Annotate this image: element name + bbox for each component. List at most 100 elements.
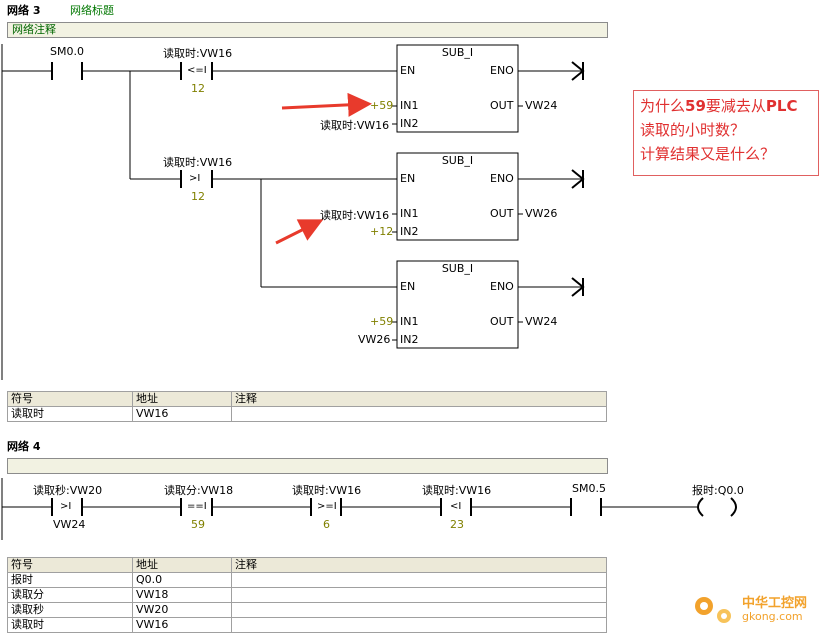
box1-out-value: VW24 — [525, 99, 558, 112]
n4-cmp2-value: 59 — [191, 518, 205, 531]
sub-i-box-2[interactable] — [392, 152, 585, 241]
cmp2-symbol: 读取时:VW16 — [163, 156, 233, 169]
question-line2: 读取的小时数？ — [640, 121, 746, 139]
cell-symbol[interactable]: 读取时 — [7, 617, 133, 633]
network3-comment: 网络注释 — [12, 23, 56, 36]
cell-comment[interactable] — [231, 617, 607, 633]
question-line1-d: PLC — [765, 97, 798, 115]
cell-symbol[interactable]: 读取分 — [7, 587, 133, 603]
n4-cmp4-value: 23 — [450, 518, 464, 531]
col-address: 地址 — [132, 391, 232, 407]
box1-name: SUB_I — [441, 46, 474, 59]
box3-eno: ENO — [490, 280, 514, 293]
network3-comment-bar[interactable]: 网络注释 — [7, 22, 608, 38]
table-header-row: 符号 地址 注释 — [7, 391, 607, 407]
network4-title: 网络 4 — [7, 440, 41, 453]
table-row[interactable]: 报时 Q0.0 — [7, 572, 607, 588]
n4-contact-sm05[interactable] — [570, 498, 602, 516]
table-row[interactable]: 读取秒 VW20 — [7, 602, 607, 618]
cell-address[interactable]: VW18 — [132, 587, 232, 603]
n4-cmp1-symbol: 读取秒:VW20 — [33, 484, 103, 497]
box2-name: SUB_I — [441, 154, 474, 167]
box1-in2: IN2 — [400, 117, 419, 130]
cell-comment[interactable] — [231, 602, 607, 618]
watermark-logo: 中华工控网 gkong.com — [686, 586, 816, 636]
cmp1-operator: <=I — [187, 65, 207, 76]
network3-symbol-table: 符号 地址 注释 读取时 VW16 — [7, 391, 607, 422]
cell-comment[interactable] — [231, 587, 607, 603]
box2-out-value: VW26 — [525, 207, 558, 220]
box1-out: OUT — [490, 99, 514, 112]
cell-symbol[interactable]: 读取时 — [7, 406, 133, 422]
red-arrow-1 — [281, 92, 372, 117]
box2-in1: IN1 — [400, 207, 419, 220]
box1-in1: IN1 — [400, 99, 419, 112]
box3-name: SUB_I — [441, 262, 474, 275]
sub-i-box-3[interactable] — [392, 260, 585, 349]
question-line1-b: 59 — [685, 97, 706, 115]
box3-in1-value: +59 — [370, 315, 394, 328]
network3-label[interactable]: 网络标题 — [70, 4, 114, 17]
col-symbol: 符号 — [7, 391, 133, 407]
n4-cmp1-value: VW24 — [53, 518, 86, 531]
col-address: 地址 — [132, 557, 232, 573]
box1-eno: ENO — [490, 64, 514, 77]
cell-comment[interactable] — [231, 572, 607, 588]
cell-address[interactable]: VW16 — [132, 406, 232, 422]
table-header-row: 符号 地址 注释 — [7, 557, 607, 573]
n4-cmp3-symbol: 读取时:VW16 — [292, 484, 362, 497]
network4-comment-bar[interactable] — [7, 458, 608, 474]
box3-out-value: VW24 — [525, 315, 558, 328]
red-arrow-2 — [275, 219, 324, 245]
cell-address[interactable]: Q0.0 — [132, 572, 232, 588]
n4-output-coil[interactable] — [697, 497, 737, 517]
box2-out: OUT — [490, 207, 514, 220]
cell-address[interactable]: VW20 — [132, 602, 232, 618]
question-line3: 计算结果又是什么？ — [640, 145, 776, 163]
box2-in2-value: +12 — [370, 225, 394, 238]
n4-cmp4-symbol: 读取时:VW16 — [422, 484, 492, 497]
question-line1-c: 要减去从 — [705, 97, 766, 115]
box2-en: EN — [400, 172, 416, 185]
box1-in1-value: +59 — [370, 99, 394, 112]
question-annotation: 为什么59要减去从PLC 读取的小时数？ 计算结果又是什么？ — [633, 90, 819, 176]
n4-cmp1-operator: >I — [60, 501, 72, 512]
n4-cmp4-operator: <I — [450, 501, 462, 512]
n4-cmp2-operator: ==I — [187, 501, 207, 512]
question-line1-a: 为什么 — [640, 97, 686, 115]
cell-address[interactable]: VW16 — [132, 617, 232, 633]
network4-symbol-table: 符号 地址 注释 报时 Q0.0 读取分 VW18 读取秒 VW20 读取时 V… — [7, 557, 607, 633]
box3-out: OUT — [490, 315, 514, 328]
n4-cmp3-operator: >=I — [317, 501, 337, 512]
col-symbol: 符号 — [7, 557, 133, 573]
cmp1-symbol: 读取时:VW16 — [163, 47, 233, 60]
watermark-url: gkong.com — [742, 610, 803, 623]
cell-symbol[interactable]: 报时 — [7, 572, 133, 588]
box2-eno: ENO — [490, 172, 514, 185]
n4-cmp2-symbol: 读取分:VW18 — [164, 484, 234, 497]
cmp2-operator: >I — [189, 173, 201, 184]
contact-sm00[interactable] — [51, 62, 83, 80]
box3-en: EN — [400, 280, 416, 293]
box2-in2: IN2 — [400, 225, 419, 238]
sub-i-box-1[interactable] — [392, 44, 585, 133]
table-row[interactable]: 读取时 VW16 — [7, 617, 607, 633]
cmp1-value: 12 — [191, 82, 205, 95]
box1-in2-value: 读取时:VW16 — [320, 119, 390, 132]
box3-in2: IN2 — [400, 333, 419, 346]
table-row[interactable]: 读取时 VW16 — [7, 406, 607, 422]
n4-cmp3-value: 6 — [323, 518, 330, 531]
gear-icon — [695, 597, 731, 623]
cell-comment[interactable] — [231, 406, 607, 422]
table-row[interactable]: 读取分 VW18 — [7, 587, 607, 603]
cmp2-value: 12 — [191, 190, 205, 203]
col-comment: 注释 — [231, 391, 607, 407]
col-comment: 注释 — [231, 557, 607, 573]
box3-in1: IN1 — [400, 315, 419, 328]
n4-coil-symbol: 报时:Q0.0 — [692, 484, 744, 497]
box3-in2-value: VW26 — [358, 333, 391, 346]
cell-symbol[interactable]: 读取秒 — [7, 602, 133, 618]
contact-sm00-label: SM0.0 — [50, 45, 84, 58]
network3-title: 网络 3 — [7, 4, 41, 17]
